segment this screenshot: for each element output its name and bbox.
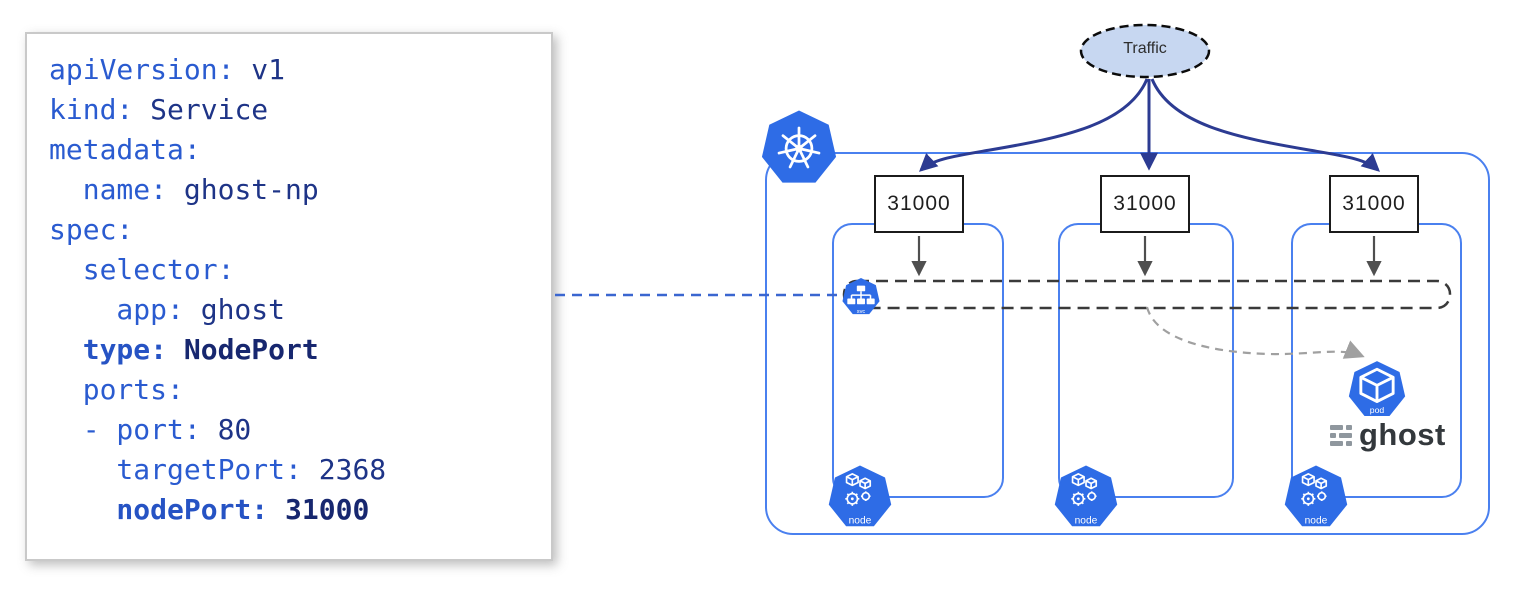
yaml-line: targetPort: 2368 [49,450,551,490]
yaml-value: 31000 [268,493,370,526]
pod-icon: pod [1348,361,1406,416]
yaml-value: ghost-np [167,173,319,206]
nodeport-label: 31000 [887,192,951,215]
node-icon [1284,464,1348,531]
ghost-wordmark: ghost [1359,417,1446,452]
nodeport-box-2: 31000 [1100,175,1190,233]
yaml-value: 2368 [301,453,387,486]
yaml-line: ports: [49,370,551,410]
yaml-line: name: ghost-np [49,170,551,210]
yaml-line: selector: [49,250,551,290]
yaml-key: kind: [49,93,134,126]
nodeport-box-3: 31000 [1329,175,1419,233]
yaml-line-nodeport-value: nodePort: 31000 [49,490,551,530]
ghost-mark-icon [1330,424,1352,446]
node-box-2 [1058,223,1234,498]
yaml-key: nodePort: [49,493,269,526]
yaml-manifest-panel: apiVersion: v1 kind: Service metadata: n… [25,32,553,561]
yaml-key: targetPort: [49,453,302,486]
yaml-value: NodePort [167,333,319,366]
kubernetes-logo-icon [761,110,837,183]
yaml-value: ghost [183,293,286,326]
node-icon [1054,464,1118,531]
yaml-key: metadata: [49,133,201,166]
nodeport-label: 31000 [1342,192,1406,215]
ghost-logo: ghost [1330,417,1446,452]
yaml-key: name: [49,173,168,206]
yaml-key: spec: [49,213,134,246]
yaml-key: ports: [49,373,184,406]
service-badge: svc [857,309,866,315]
nodeport-box-1: 31000 [874,175,964,233]
yaml-line: - port: 80 [49,410,551,450]
yaml-value: Service [133,93,269,126]
yaml-key: type: [49,333,168,366]
traffic-label: Traffic [1123,40,1167,57]
yaml-value: v1 [234,53,286,86]
yaml-line: kind: Service [49,90,551,130]
yaml-line: spec: [49,210,551,250]
yaml-line: metadata: [49,130,551,170]
yaml-line-type-nodeport: type: NodePort [49,330,551,370]
service-icon: svc [842,278,880,315]
yaml-value: 80 [200,413,252,446]
yaml-key: apiVersion: [49,53,235,86]
yaml-key: app: [49,293,184,326]
yaml-line: apiVersion: v1 [49,50,551,90]
pod-badge: pod [1370,405,1385,415]
yaml-key: - port: [49,413,201,446]
yaml-key: selector: [49,253,235,286]
node-box-1 [832,223,1004,498]
node-icon [828,464,892,531]
yaml-line: app: ghost [49,290,551,330]
nodeport-label: 31000 [1113,192,1177,215]
